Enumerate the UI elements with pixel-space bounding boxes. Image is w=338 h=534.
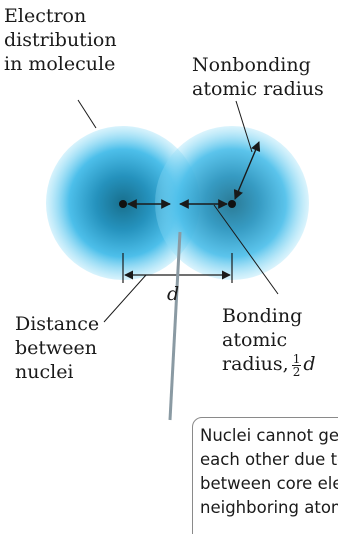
- nonbonding-line-1: Nonbonding: [192, 53, 324, 77]
- note-line-4: neighboring atoms.: [200, 496, 338, 520]
- electron-line-3: in molecule: [4, 52, 117, 76]
- distance-line-1: Distance: [15, 312, 99, 336]
- left-nucleus: [119, 200, 127, 208]
- electron-distribution-label: Electron distribution in molecule: [4, 4, 117, 76]
- electron-leader: [78, 100, 96, 128]
- nonbonding-radius-label: Nonbonding atomic radius: [192, 53, 324, 101]
- electron-line-1: Electron: [4, 4, 117, 28]
- distance-between-nuclei-label: Distance between nuclei: [15, 312, 99, 384]
- bonding-line-3-text: radius,: [222, 353, 289, 375]
- bonding-line-2: atomic: [222, 328, 316, 352]
- right-nucleus: [228, 200, 236, 208]
- distance-line-3: nuclei: [15, 360, 99, 384]
- note-line-2: each other due to repulsion: [200, 448, 338, 472]
- note-line-1: Nuclei cannot get any closer to: [200, 424, 338, 448]
- distance-leader: [104, 275, 146, 322]
- bonding-variable: d: [303, 353, 315, 375]
- bonding-line-1: Bonding: [222, 304, 316, 328]
- nonbonding-line-2: atomic radius: [192, 77, 324, 101]
- electron-line-2: distribution: [4, 28, 117, 52]
- distance-line-2: between: [15, 336, 99, 360]
- d-label: d: [167, 283, 179, 305]
- fraction-numerator: 1: [292, 353, 302, 366]
- note-text: Nuclei cannot get any closer to each oth…: [200, 424, 338, 520]
- note-line-3: between core electrons on: [200, 472, 338, 496]
- fraction-denominator: 2: [292, 366, 302, 378]
